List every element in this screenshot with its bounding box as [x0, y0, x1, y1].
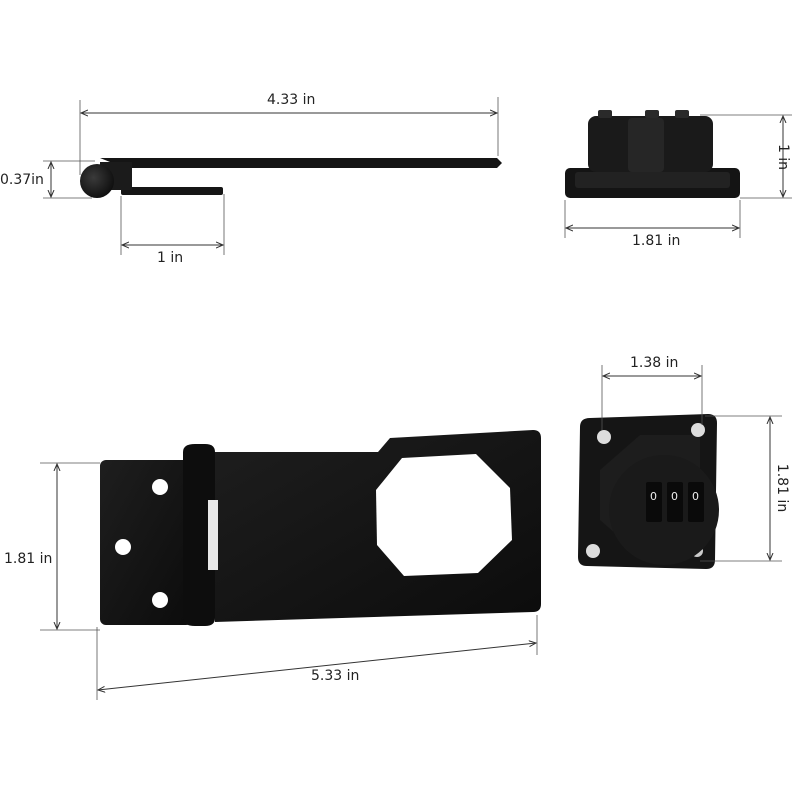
label-hasp-front-height: 1.81 in [4, 551, 53, 567]
dial-digit-1[interactable]: 0 [650, 490, 657, 503]
lock-side-view [564, 110, 792, 238]
combination-dials [646, 482, 704, 522]
label-lock-side-width: 1.81 in [632, 233, 681, 249]
lock-front-view [578, 365, 782, 569]
label-hasp-side-length: 4.33 in [267, 92, 316, 108]
label-hasp-side-thickness: 0.37in [0, 172, 44, 188]
hasp-side-view [43, 97, 502, 255]
label-lock-front-height: 1.81 in [774, 463, 790, 513]
hasp-front-view [40, 430, 541, 700]
dial-digit-3[interactable]: 0 [692, 490, 699, 503]
label-hasp-front-length: 5.33 in [311, 668, 360, 684]
dial-digit-2[interactable]: 0 [671, 490, 678, 503]
hinge-knuckle [80, 164, 114, 198]
octagon-cutout [376, 454, 512, 576]
label-lock-dial-width: 1.38 in [630, 355, 679, 371]
label-hasp-side-leaf: 1 in [157, 250, 184, 266]
hinge [183, 444, 215, 626]
label-lock-side-height: 1 in [775, 143, 791, 171]
hasp-fixed-leaf [100, 460, 192, 625]
